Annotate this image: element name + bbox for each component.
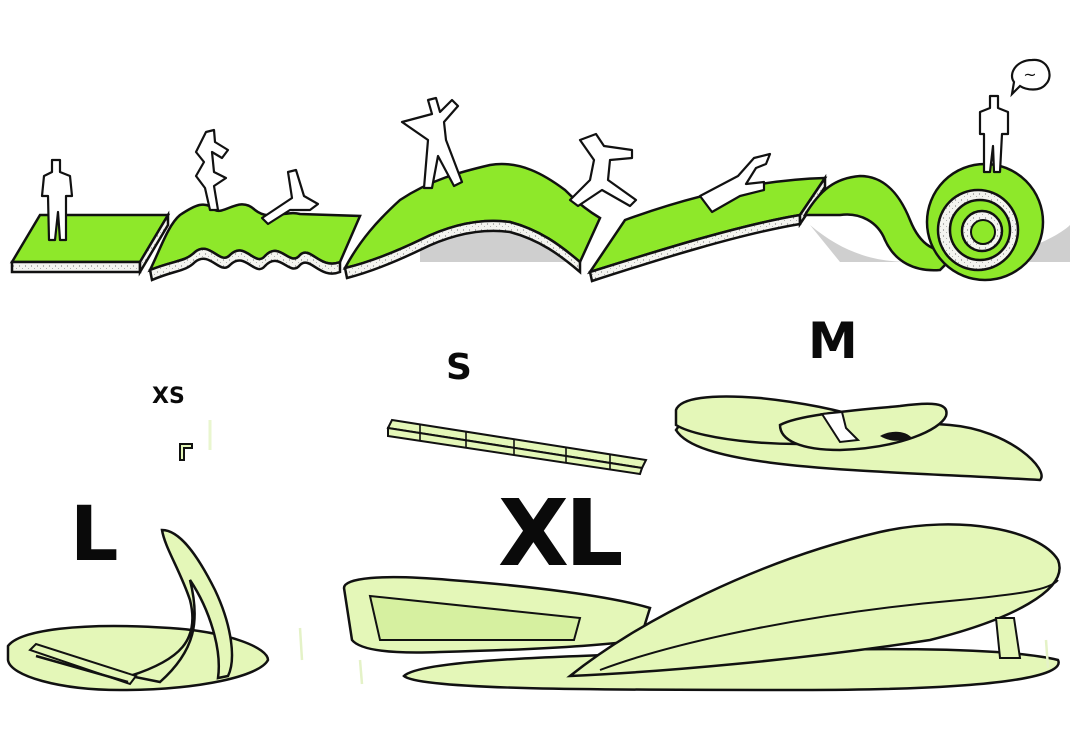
- flat-lawn-panel: [9, 210, 171, 277]
- s-model: [386, 418, 648, 476]
- hill-lawn-panel: [342, 162, 602, 280]
- speech-bubble-text: ~: [1023, 65, 1036, 84]
- size-label-s: S: [446, 347, 472, 388]
- size-label-xs: XS: [152, 384, 185, 409]
- lounging-figure: [698, 152, 772, 214]
- size-label-l: L: [70, 489, 118, 578]
- xl-model: [298, 523, 1061, 692]
- l-model: [6, 528, 270, 692]
- m-model: [674, 395, 1043, 482]
- ground-shadow: [990, 225, 1070, 262]
- leaping-figure: [400, 96, 464, 190]
- reclining-figure: [260, 168, 320, 226]
- ground-shadow: [810, 225, 910, 262]
- xs-model: [179, 420, 212, 461]
- bumpy-lawn-panel: [147, 203, 362, 282]
- size-label-xl: XL: [498, 480, 624, 587]
- standing-figure: [40, 158, 74, 242]
- size-label-m: M: [808, 312, 858, 370]
- landscape-strip: ~: [9, 58, 1070, 283]
- rolled-lawn-panel: [802, 162, 1045, 282]
- jumping-figure: [568, 132, 638, 208]
- standing-figure-on-roll: [978, 94, 1010, 174]
- balancing-figure: [194, 128, 230, 212]
- speech-bubble: ~: [1010, 58, 1051, 98]
